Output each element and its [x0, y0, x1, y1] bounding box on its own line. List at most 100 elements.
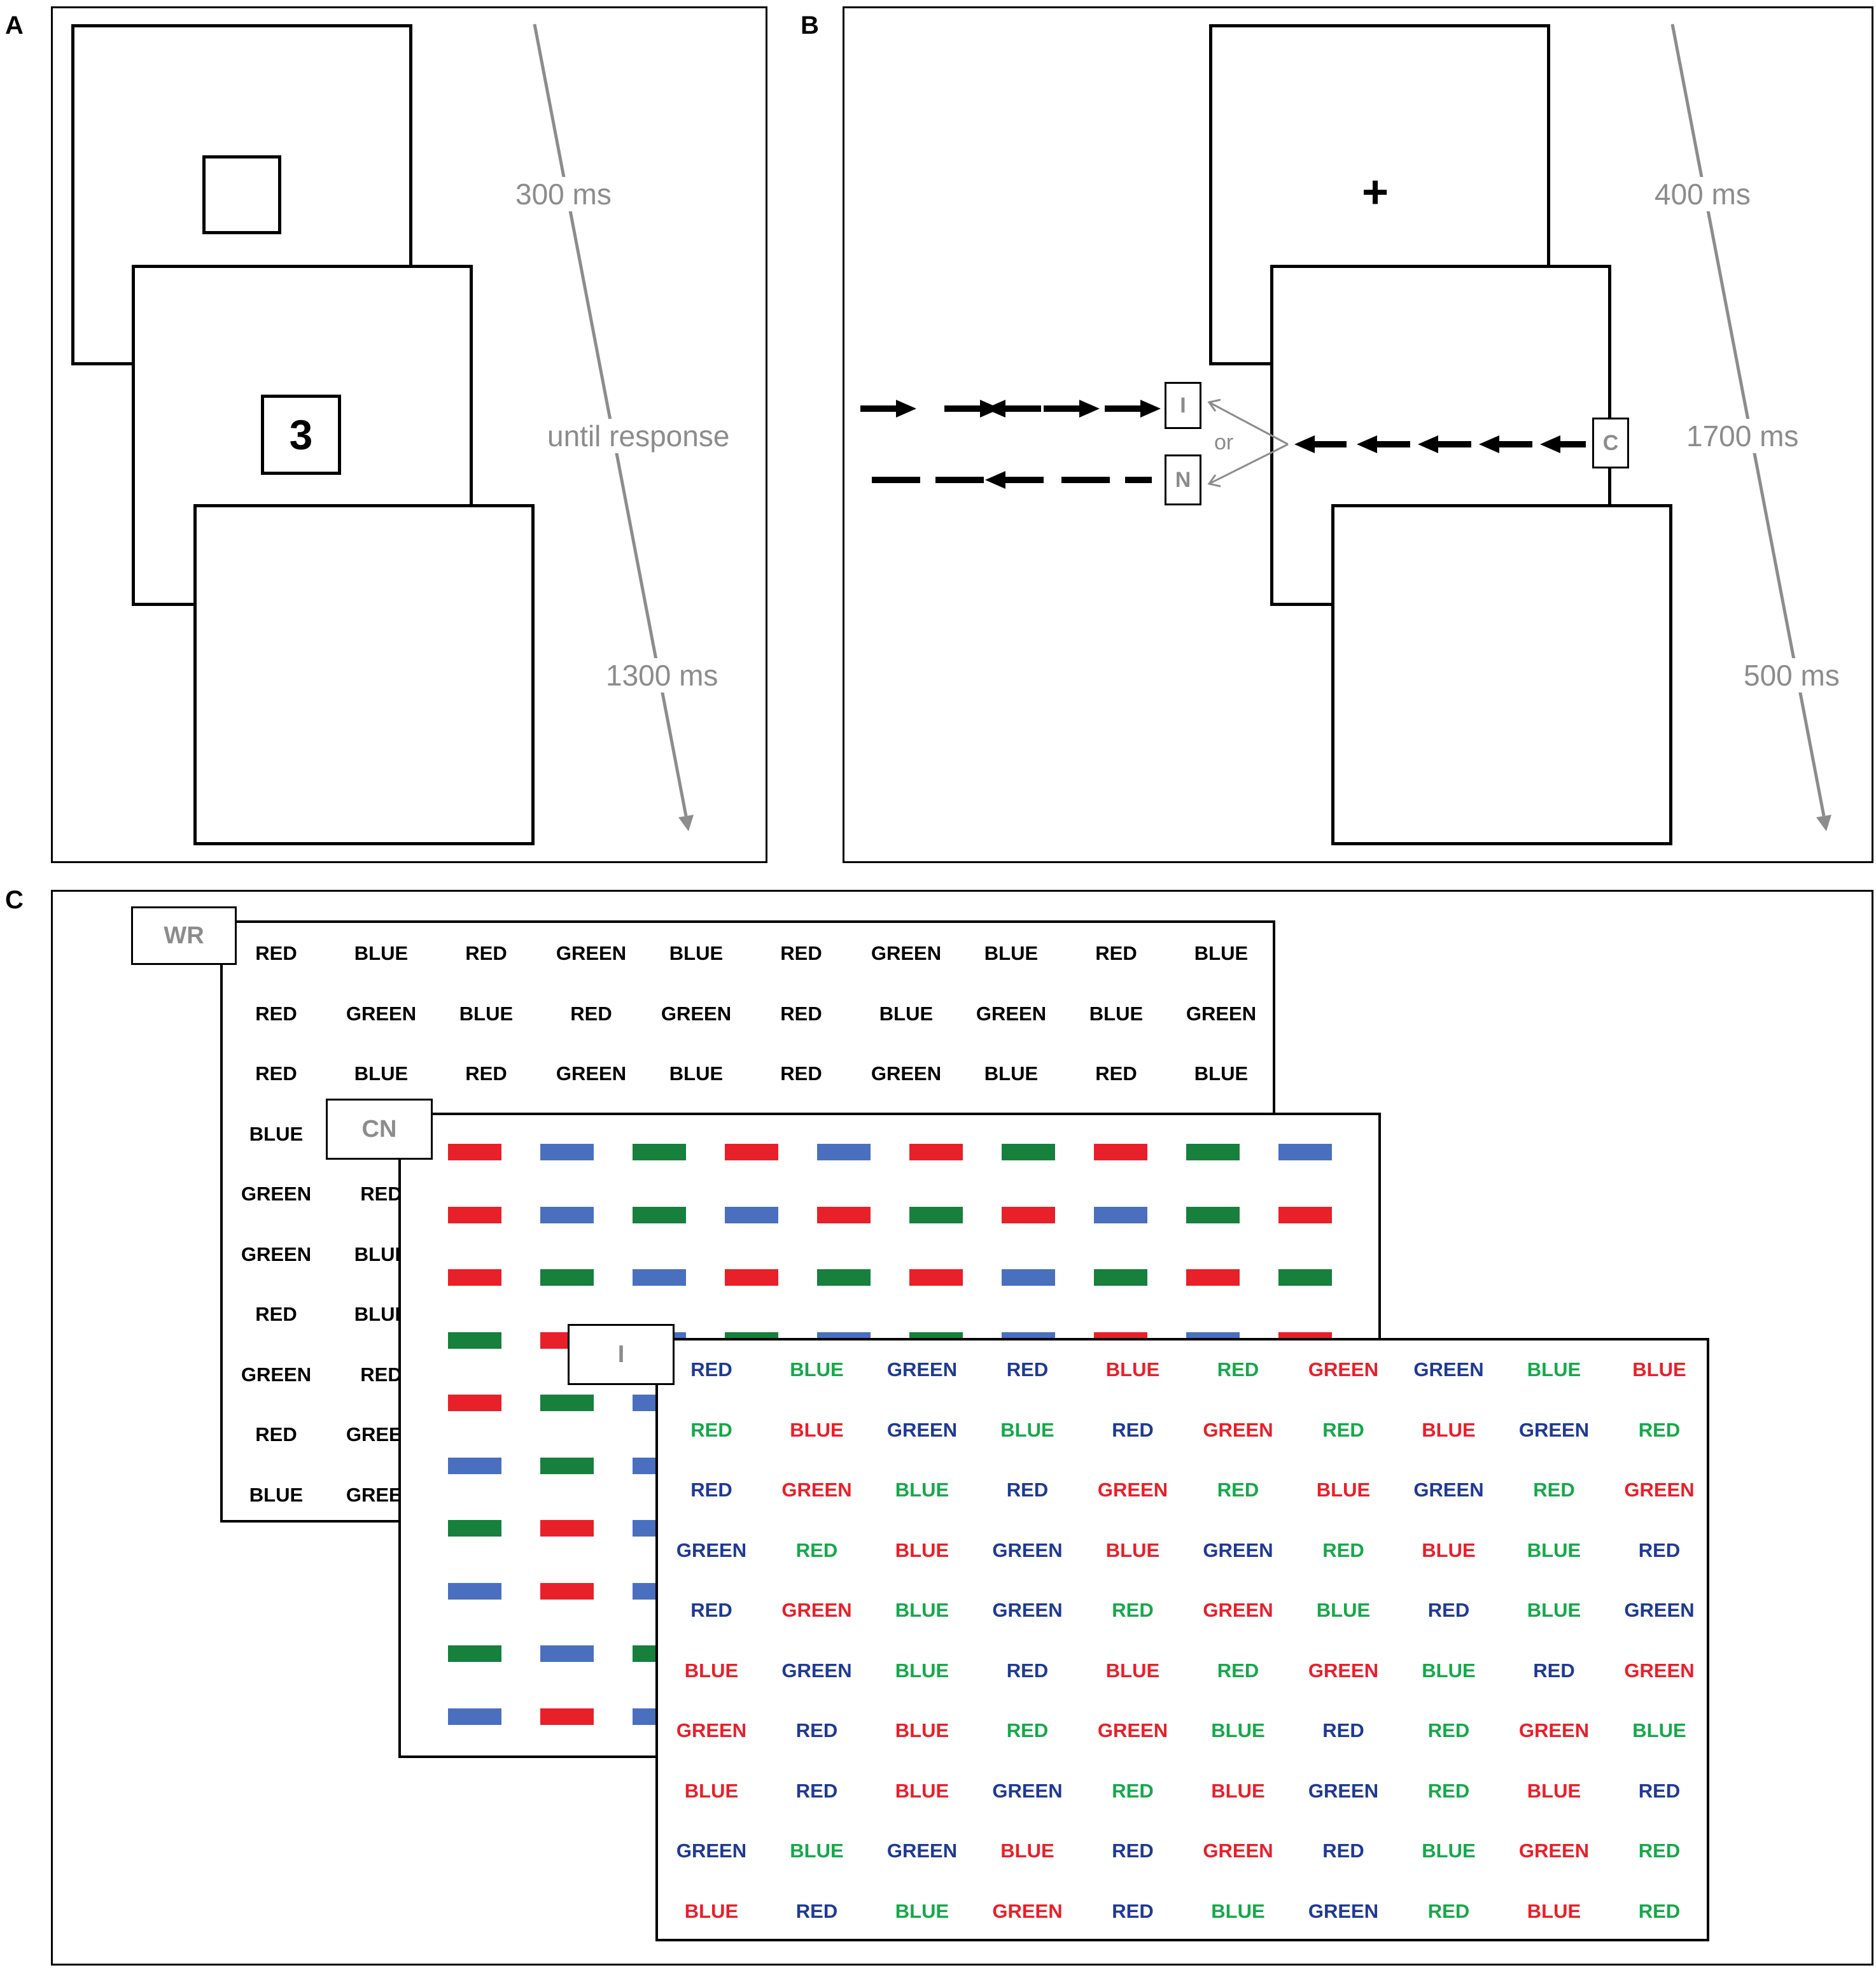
cn-color-bar	[1186, 1269, 1240, 1286]
panel-b-time-1: 400 ms	[1651, 177, 1754, 211]
wr-word: GREEN	[661, 1002, 732, 1025]
panel-a-digit-stimulus: 3	[261, 395, 341, 475]
cn-color-bar	[448, 1457, 501, 1474]
cn-color-bar	[1094, 1206, 1147, 1223]
incongruent-word: RED	[1112, 1418, 1154, 1441]
wr-word: RED	[360, 1363, 402, 1386]
cn-color-bar	[909, 1206, 963, 1223]
wr-word: BLUE	[669, 1062, 724, 1085]
incongruent-word: RED	[690, 1599, 732, 1621]
cn-color-bar	[540, 1645, 594, 1662]
incongruent-word: RED	[1322, 1538, 1364, 1561]
incongruent-word: GREEN	[992, 1899, 1063, 1922]
panel-b-time-3: 500 ms	[1740, 658, 1844, 693]
incongruent-word: RED	[1112, 1840, 1154, 1862]
incongruent-word: RED	[795, 1719, 838, 1741]
wr-word: GREEN	[871, 1062, 942, 1085]
cn-color-bar	[633, 1206, 686, 1223]
color-naming-tag: CN	[326, 1099, 433, 1160]
cn-color-bar	[540, 1708, 594, 1725]
cn-color-bar	[448, 1332, 501, 1349]
incongruent-word: GREEN	[1518, 1840, 1590, 1862]
incongruent-word: BLUE	[1527, 1779, 1581, 1802]
incongruent-word: RED	[1427, 1719, 1470, 1741]
incongruent-word: RED	[1112, 1779, 1154, 1802]
incongruent-word: RED	[1638, 1538, 1681, 1561]
panel-b-frame-3	[1331, 504, 1672, 845]
cn-color-bar	[1186, 1206, 1240, 1223]
wr-word: BLUE	[879, 1002, 934, 1025]
cn-color-bar	[909, 1144, 963, 1160]
panel-a-cue-square	[202, 155, 281, 234]
incongruent-word: GREEN	[1624, 1659, 1695, 1682]
cn-color-bar	[448, 1708, 501, 1725]
incongruent-word: RED	[1217, 1358, 1259, 1381]
incongruent-word: BLUE	[1211, 1779, 1265, 1802]
incongruent-word: BLUE	[790, 1418, 844, 1441]
incongruent-word: RED	[1006, 1358, 1049, 1381]
incongruent-word: GREEN	[676, 1719, 747, 1741]
wr-word: BLUE	[249, 1483, 304, 1506]
cn-color-bar	[540, 1144, 594, 1160]
incongruent-word: BLUE	[1527, 1899, 1581, 1922]
panel-a-time-1: 300 ms	[512, 177, 615, 211]
incongruent-word: GREEN	[1203, 1538, 1273, 1561]
incongruent-word: BLUE	[1527, 1599, 1581, 1621]
cn-color-bar	[448, 1144, 501, 1160]
word-reading-tag: WR	[131, 906, 237, 965]
cn-color-bar	[1094, 1144, 1147, 1160]
panel-a-frame-3	[193, 504, 535, 845]
cn-color-bar	[1002, 1206, 1055, 1223]
wr-word: RED	[780, 1002, 822, 1025]
panel-b-fixation-cross: +	[1362, 167, 1389, 218]
wr-word: BLUE	[669, 942, 724, 964]
incongruent-word: BLUE	[1316, 1479, 1371, 1501]
wr-word: GREEN	[556, 942, 627, 964]
incongruent-sheet: RED BLUE GREEN RED BLUE RED GREEN GREEN BLUE BLUE…	[655, 1338, 1709, 1941]
cn-color-bar	[725, 1269, 778, 1286]
incongruent-word: RED	[1533, 1479, 1575, 1501]
incongruent-word: RED	[1322, 1719, 1364, 1741]
incongruent-word: RED	[1638, 1899, 1681, 1922]
incongruent-word: GREEN	[1413, 1358, 1484, 1381]
wr-word: RED	[465, 1062, 507, 1085]
cn-color-bar	[448, 1206, 501, 1223]
incongruent-word: BLUE	[1422, 1840, 1476, 1862]
incongruent-word: BLUE	[1211, 1899, 1265, 1922]
wr-word: BLUE	[984, 942, 1039, 964]
cn-color-bar	[540, 1206, 594, 1223]
incongruent-word: GREEN	[1203, 1418, 1273, 1441]
incongruent-word: GREEN	[1203, 1599, 1273, 1621]
cn-color-bar	[540, 1395, 594, 1411]
cn-color-bar	[540, 1269, 594, 1286]
incongruent-word: RED	[1638, 1840, 1681, 1862]
wr-word: GREEN	[556, 1062, 627, 1085]
incongruent-word: BLUE	[895, 1899, 949, 1922]
neutral-tag: N	[1165, 454, 1201, 505]
incongruent-word: BLUE	[684, 1779, 739, 1802]
cn-color-bar	[725, 1206, 778, 1223]
cn-color-bar	[1002, 1269, 1055, 1286]
panel-c-label: C	[5, 886, 24, 914]
incongruent-word: RED	[1006, 1479, 1049, 1501]
incongruent-word: RED	[690, 1358, 732, 1381]
incongruent-word: BLUE	[1105, 1358, 1160, 1381]
incongruent-word: BLUE	[1105, 1538, 1160, 1561]
wr-word: RED	[780, 1062, 822, 1085]
incongruent-word: BLUE	[1632, 1719, 1686, 1741]
incongruent-word: GREEN	[1203, 1840, 1273, 1862]
wr-word: GREEN	[241, 1242, 312, 1265]
cn-color-bar	[540, 1457, 594, 1474]
incongruent-word: BLUE	[895, 1719, 949, 1741]
wr-word: BLUE	[1089, 1002, 1144, 1025]
incongruent-word: GREEN	[1308, 1358, 1379, 1381]
wr-word: BLUE	[354, 1062, 409, 1085]
incongruent-word: GREEN	[1413, 1479, 1484, 1501]
incongruent-word: RED	[1322, 1418, 1364, 1441]
wr-word: GREEN	[241, 1183, 312, 1205]
wr-word: BLUE	[354, 942, 409, 964]
cn-color-bar	[817, 1144, 871, 1160]
cn-color-bar	[1186, 1144, 1240, 1160]
incongruent-word: BLUE	[895, 1779, 949, 1802]
incongruent-sheet-tag: I	[568, 1324, 675, 1385]
